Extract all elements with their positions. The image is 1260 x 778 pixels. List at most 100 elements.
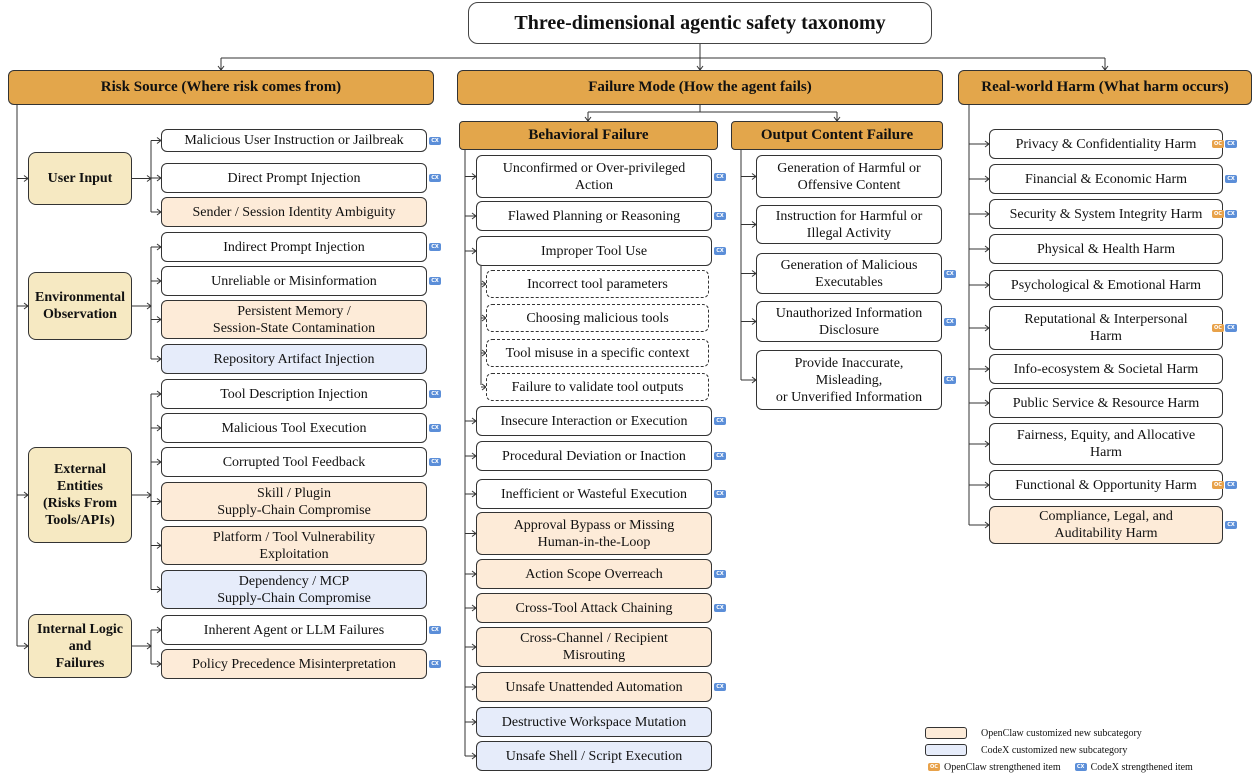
risk-item: Inherent Agent or LLM Failures [161, 615, 427, 645]
strength-tags: CX [429, 277, 441, 285]
harm-item: Financial & Economic Harm [989, 164, 1223, 194]
harm-item: Reputational & Interpersonal Harm [989, 306, 1223, 350]
harm-item: Compliance, Legal, and Auditability Harm [989, 506, 1223, 544]
legend-label: CodeX strengthened item [1090, 761, 1193, 773]
harm-item: Fairness, Equity, and Allocative Harm [989, 423, 1223, 465]
codex-tag-icon: CX [714, 417, 726, 425]
codex-tag-icon: CX [1225, 210, 1237, 218]
harm-item: Info-ecosystem & Societal Harm [989, 354, 1223, 384]
risk-item: Sender / Session Identity Ambiguity [161, 197, 427, 227]
codex-tag-icon: CX [429, 458, 441, 466]
behavioral-failure-header: Behavioral Failure [459, 121, 718, 150]
harm-item: Privacy & Confidentiality Harm [989, 129, 1223, 159]
risk-item: Malicious User Instruction or Jailbreak [161, 129, 427, 152]
strength-tags: CX [429, 458, 441, 466]
codex-tag-icon: CX [1225, 140, 1237, 148]
arrowhead [146, 642, 152, 650]
harm-item: Physical & Health Harm [989, 234, 1223, 264]
codex-tag-icon: CX [429, 277, 441, 285]
risk-item: Unreliable or Misinformation [161, 266, 427, 296]
legend-label: OpenClaw customized new subcategory [981, 727, 1142, 739]
strength-tags: CX [429, 626, 441, 634]
codex-tag-icon: CX [429, 626, 441, 634]
legend-label: CodeX customized new subcategory [981, 744, 1128, 756]
risk-item: Skill / Plugin Supply-Chain Compromise [161, 482, 427, 521]
risk-item: Policy Precedence Misinterpretation [161, 649, 427, 679]
codex-tag-icon: CX [1225, 324, 1237, 332]
behavioral-item: Destructive Workspace Mutation [476, 707, 712, 737]
arrowhead [146, 302, 152, 310]
codex-tag-icon: CX [1225, 175, 1237, 183]
strength-tags: CX [429, 424, 441, 432]
tool-use-subitem: Tool misuse in a specific context [486, 339, 709, 367]
codex-tag-icon: CX [714, 212, 726, 220]
risk-item: Persistent Memory / Session-State Contam… [161, 300, 427, 339]
output-item: Generation of Harmful or Offensive Conte… [756, 155, 942, 198]
risk-category: Internal Logic and Failures [28, 614, 132, 678]
strength-tags: CX [1225, 175, 1237, 183]
strength-tags: CX [714, 212, 726, 220]
codex-tag-icon: CX [944, 376, 956, 384]
risk-item: Dependency / MCP Supply-Chain Compromise [161, 570, 427, 609]
openclaw-tag-icon: OC [1212, 481, 1224, 489]
behavioral-item: Improper Tool Use [476, 236, 712, 266]
codex-tag-icon: CX [1074, 763, 1087, 771]
strength-tags: CX [714, 490, 726, 498]
behavioral-item: Unsafe Shell / Script Execution [476, 741, 712, 771]
output-item: Instruction for Harmful or Illegal Activ… [756, 205, 942, 244]
tool-use-subitem: Choosing malicious tools [486, 304, 709, 332]
behavioral-item: Cross-Channel / Recipient Misrouting [476, 627, 712, 667]
risk-item: Platform / Tool Vulnerability Exploitati… [161, 526, 427, 565]
strength-tags: CX [944, 269, 956, 278]
codex-tag-icon: CX [429, 243, 441, 251]
risk-category: External Entities (Risks From Tools/APIs… [28, 447, 132, 543]
legend-strengthened: OC OpenClaw strengthened item CX CodeX s… [928, 760, 1193, 774]
tool-use-subitem: Incorrect tool parameters [486, 270, 709, 298]
codex-tag-icon: CX [714, 172, 726, 181]
behavioral-item: Approval Bypass or Missing Human-in-the-… [476, 512, 712, 555]
behavioral-item: Action Scope Overreach [476, 559, 712, 589]
strength-tags: CX [714, 172, 726, 181]
strength-tags: CX [429, 136, 441, 145]
codex-tag-icon: CX [1225, 481, 1237, 489]
codex-tag-icon: CX [714, 452, 726, 460]
behavioral-item: Insecure Interaction or Execution [476, 406, 712, 436]
risk-category: Environmental Observation [28, 272, 132, 340]
strength-tags: CX [714, 570, 726, 578]
codex-tag-icon: CX [429, 660, 441, 668]
codex-tag-icon: CX [429, 424, 441, 432]
page-title: Three-dimensional agentic safety taxonom… [468, 2, 932, 44]
codex-tag-icon: CX [714, 490, 726, 498]
risk-item: Indirect Prompt Injection [161, 232, 427, 262]
harm-item: Functional & Opportunity Harm [989, 470, 1223, 500]
strength-tags: CX [714, 604, 726, 612]
codex-tag-icon: CX [714, 247, 726, 255]
risk-source-header: Risk Source (Where risk comes from) [8, 70, 434, 105]
codex-tag-icon: CX [429, 390, 441, 398]
harm-item: Security & System Integrity Harm [989, 199, 1223, 229]
output-item: Unauthorized Information Disclosure [756, 301, 942, 342]
output-content-failure-header: Output Content Failure [731, 121, 943, 150]
risk-item: Malicious Tool Execution [161, 413, 427, 443]
output-item: Provide Inaccurate, Misleading, or Unver… [756, 350, 942, 410]
legend-swatch-openclaw [925, 727, 967, 739]
strength-tags: CX [714, 452, 726, 460]
openclaw-tag-icon: OC [1212, 324, 1224, 332]
behavioral-item: Flawed Planning or Reasoning [476, 201, 712, 231]
behavioral-item: Cross-Tool Attack Chaining [476, 593, 712, 623]
legend-openclaw-new: OpenClaw customized new subcategory [925, 726, 1142, 740]
codex-tag-icon: CX [944, 269, 956, 278]
strength-tags: CX [944, 317, 956, 326]
strength-tags: CX [1225, 521, 1237, 529]
codex-tag-icon: CX [1225, 521, 1237, 529]
behavioral-item: Inefficient or Wasteful Execution [476, 479, 712, 509]
tool-use-subitem: Failure to validate tool outputs [486, 373, 709, 401]
strength-tags: CX [429, 243, 441, 251]
strength-tags: CX [714, 683, 726, 691]
openclaw-tag-icon: OC [1212, 140, 1224, 148]
